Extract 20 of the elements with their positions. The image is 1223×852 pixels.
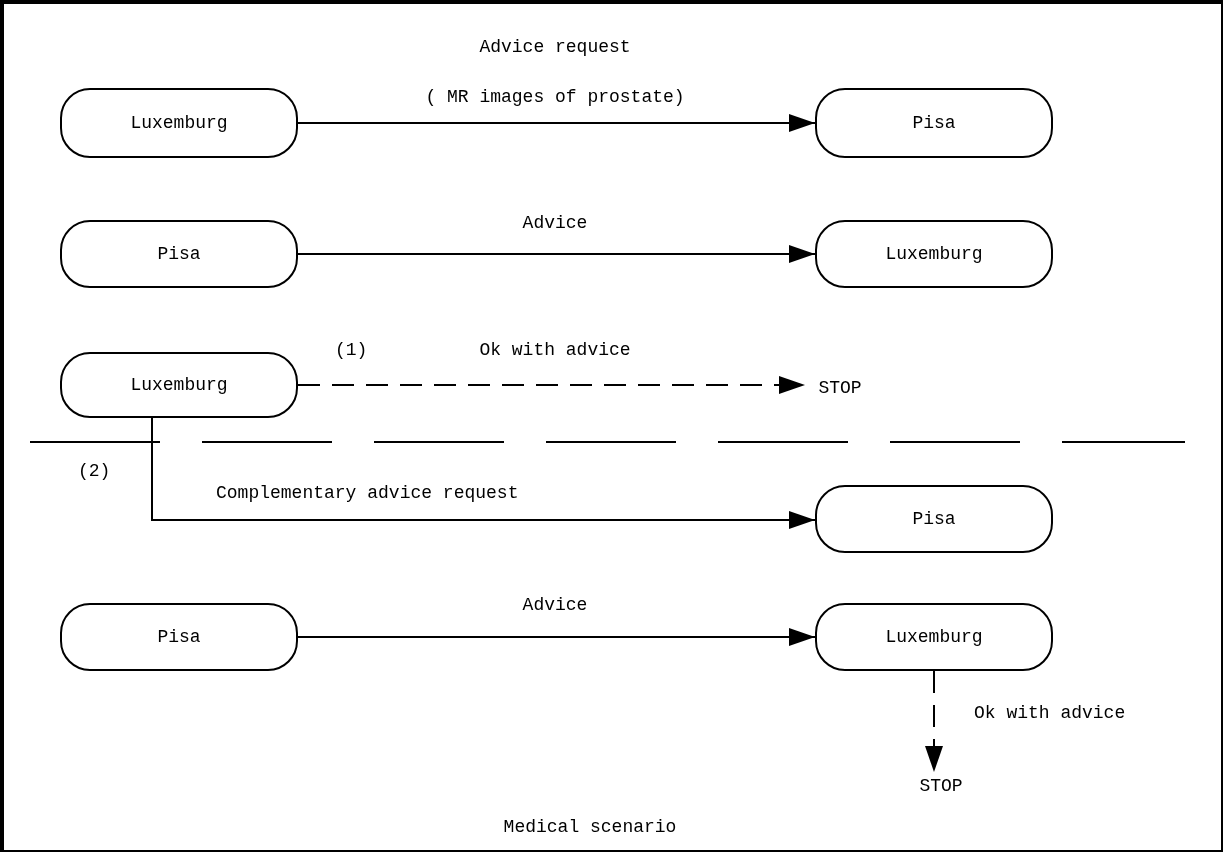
arrow <box>297 628 816 646</box>
rounded-box: Luxemburg <box>815 220 1053 288</box>
rounded-box: Pisa <box>815 485 1053 553</box>
stop-text: STOP <box>906 772 976 800</box>
rounded-box: Pisa <box>60 603 298 671</box>
arrow <box>297 114 816 132</box>
rounded-box: Pisa <box>60 220 298 288</box>
arrow <box>297 245 816 263</box>
note-text: (1) <box>335 339 368 362</box>
arrow <box>151 417 816 529</box>
arrow <box>297 376 806 394</box>
rounded-box: Luxemburg <box>60 88 298 158</box>
note-text: (2) <box>78 460 111 483</box>
rounded-box: Luxemburg <box>60 352 298 418</box>
rounded-box: Pisa <box>815 88 1053 158</box>
caption: Medical scenario <box>503 816 677 839</box>
arrow <box>925 670 943 773</box>
rounded-box: Luxemburg <box>815 603 1053 671</box>
note-text: Advice request <box>479 36 631 59</box>
stop-text: STOP <box>805 374 875 402</box>
